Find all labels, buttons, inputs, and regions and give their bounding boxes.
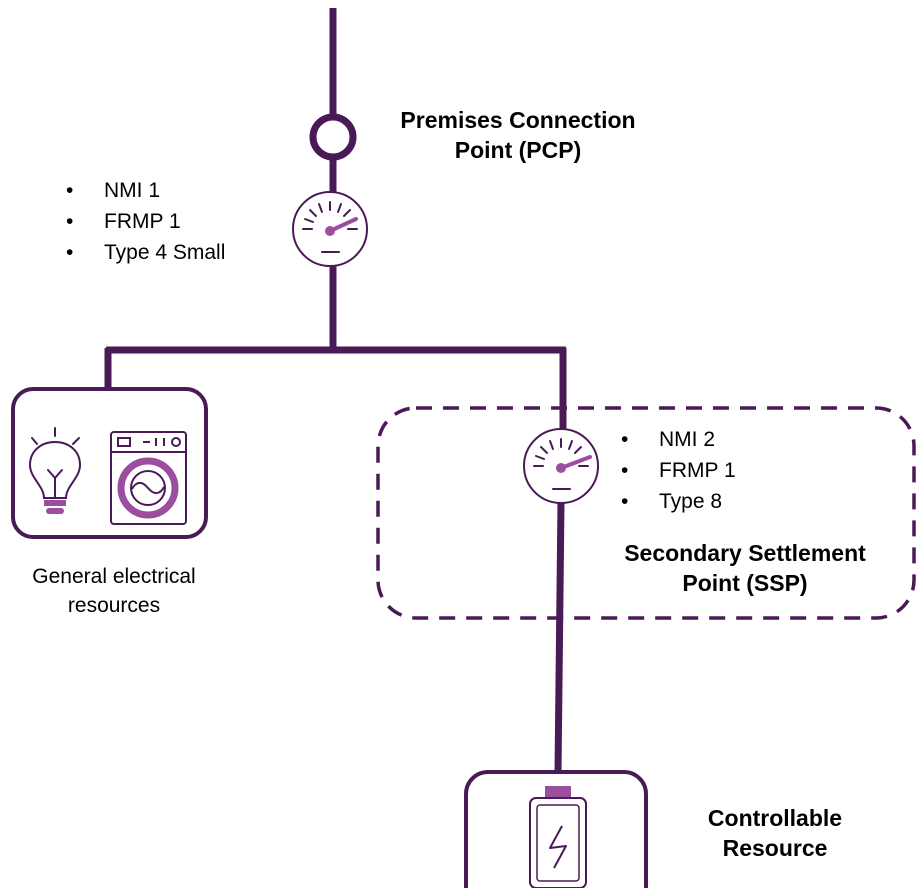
ssp-label: Secondary Settlement Point (SSP) xyxy=(590,538,900,598)
list-item: FRMP 1 xyxy=(66,206,225,237)
general-resources-label: General electrical resources xyxy=(0,562,228,620)
ssp-meter-icon xyxy=(523,428,599,504)
pcp-label: Premises Connection Point (PCP) xyxy=(368,105,668,165)
pcp-connection-point xyxy=(309,113,357,161)
pcp-meter-icon xyxy=(292,191,368,267)
list-item: NMI 1 xyxy=(66,175,225,206)
ssp-label-line1: Secondary Settlement xyxy=(624,540,866,566)
ssp-to-resource-line xyxy=(554,501,565,773)
list-item: Type 4 Small xyxy=(66,237,225,268)
controllable-label-line1: Controllable xyxy=(707,805,843,831)
controllable-resource-icon-box xyxy=(464,770,648,888)
ssp-meter-details: NMI 2 FRMP 1 Type 8 xyxy=(621,424,736,517)
list-item: FRMP 1 xyxy=(621,455,736,486)
washing-machine-icon xyxy=(110,431,187,525)
general-label-line1: General electrical xyxy=(32,565,196,588)
list-item: Type 8 xyxy=(621,486,736,517)
lightbulb-icon xyxy=(28,427,82,514)
pcp-label-line2: Point (PCP) xyxy=(454,137,582,163)
list-item: NMI 2 xyxy=(621,424,736,455)
general-resources-icon-box xyxy=(11,387,208,539)
general-label-line2: resources xyxy=(67,594,161,617)
battery-icon xyxy=(529,786,587,888)
pcp-meter-details: NMI 1 FRMP 1 Type 4 Small xyxy=(66,175,225,268)
ssp-boundary xyxy=(376,406,916,620)
pcp-label-line1: Premises Connection xyxy=(400,107,636,133)
controllable-resource-label: Controllable Resource xyxy=(665,803,885,863)
controllable-label-line2: Resource xyxy=(722,835,828,861)
ssp-label-line2: Point (SSP) xyxy=(682,570,808,596)
supply-lines xyxy=(104,8,567,773)
